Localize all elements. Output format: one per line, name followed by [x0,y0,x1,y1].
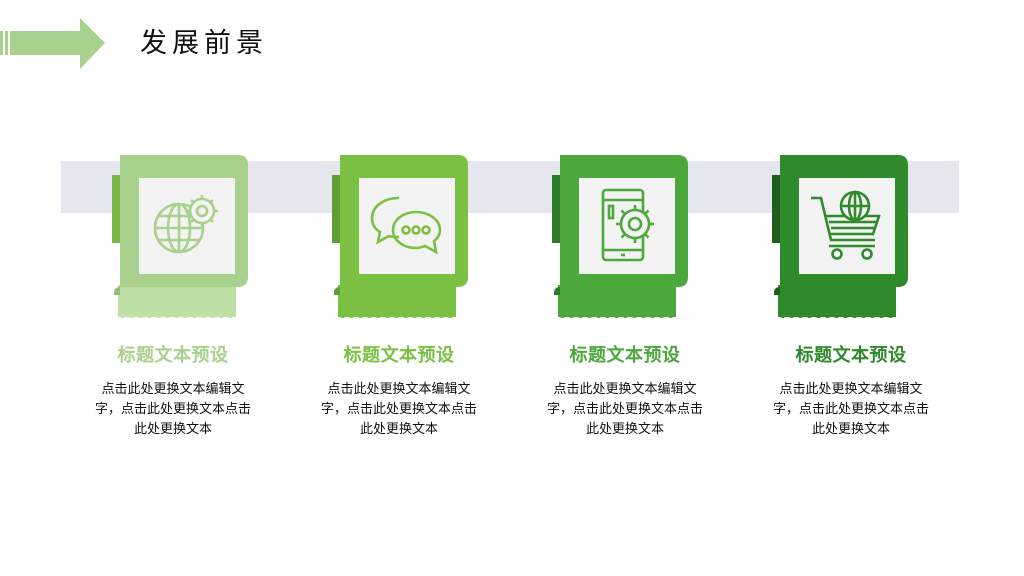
shopping-cart-globe-icon [811,190,881,260]
card-title: 标题文本预设 [569,345,681,366]
card-title: 标题文本预设 [117,345,229,366]
card-description: 点击此处更换文本编辑文字，点击此处更换文本点击此处更换文本 [546,382,703,437]
card-description: 点击此处更换文本编辑文字，点击此处更换文本点击此处更换文本 [772,382,929,437]
card-title: 标题文本预设 [343,345,455,366]
chat-bubbles-icon [370,196,442,255]
card-description: 点击此处更换文本编辑文字，点击此处更换文本点击此处更换文本 [320,382,477,437]
icon-box [799,178,895,274]
card-title: 标题文本预设 [795,345,907,366]
globe-gear-icon [153,195,218,254]
card-cart [772,155,914,325]
card-description: 点击此处更换文本编辑文字，点击此处更换文本点击此处更换文本 [94,382,251,437]
header-arrow-icon [0,18,105,69]
icon-box [359,178,455,274]
tablet-gear-icon [601,188,654,262]
icon-box [139,178,235,274]
card-chat [332,155,474,325]
icon-box [579,178,675,274]
card-globe [112,155,254,325]
page-title: 发展前景 [140,28,268,59]
card-tablet [552,155,694,325]
